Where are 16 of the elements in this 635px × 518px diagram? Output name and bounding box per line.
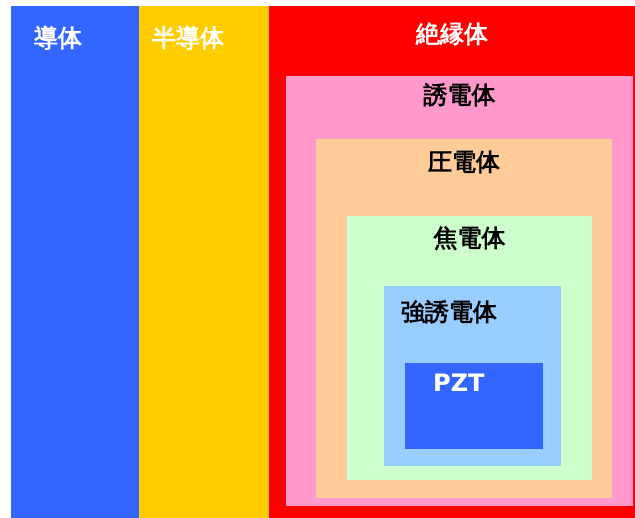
insulator-box: [269, 6, 635, 518]
box-title: PZT: [433, 369, 484, 397]
ferroelectric-box: [384, 286, 561, 466]
dielectric-box: [286, 76, 633, 506]
box-title: 絶縁体: [414, 20, 489, 48]
semiconductor-band: [139, 6, 269, 518]
conductor-band: [11, 6, 139, 518]
box-title: 誘電体: [422, 81, 496, 109]
material-box: [405, 363, 543, 449]
piezoelectric-box: [316, 139, 612, 498]
box-title: 焦電体: [432, 224, 506, 252]
pyroelectric-box: [347, 216, 592, 480]
box-title: 強誘電体: [401, 298, 497, 326]
box-title: 半導体: [152, 24, 224, 52]
box-title: 圧電体: [426, 148, 501, 176]
box-title: 導体: [34, 24, 82, 52]
